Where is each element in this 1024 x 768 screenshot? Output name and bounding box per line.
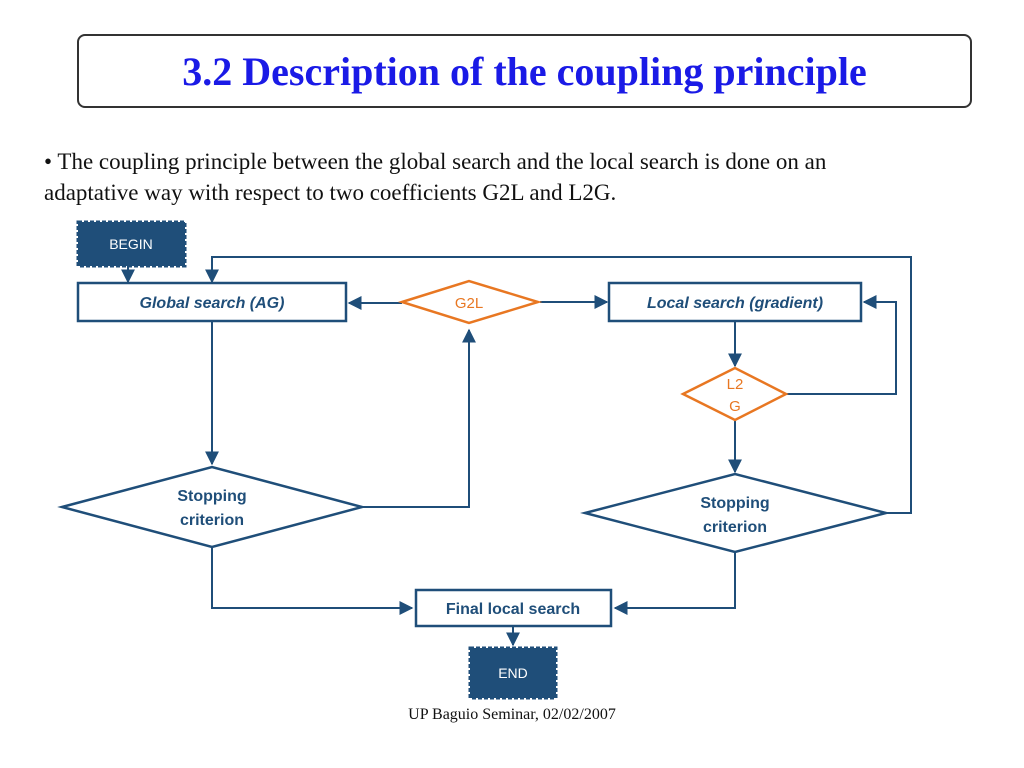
edge-stop-left-to-g2l [362,328,476,508]
final-local-search-node: Final local search [414,588,613,628]
slide-title: 3.2 Description of the coupling principl… [182,48,867,94]
l2g-decision: L2 G [680,366,789,422]
l2g-label-line-2: G [729,398,741,415]
edge-l2g-to-local [786,295,897,395]
footer: UP Baguio Seminar, 02/02/2007 [408,706,616,723]
local-search-label: Local search (gradient) [647,295,823,312]
bullet-paragraph: • The coupling principle between the glo… [44,146,1019,208]
bullet-line-1: The coupling principle between the globa… [57,149,827,174]
stop-right-label-line-1: Stopping [700,495,769,512]
global-search-node: Global search (AG) [76,281,348,323]
stop-left-label-line-2: criterion [180,512,244,529]
end-label: END [498,665,528,681]
edge-stop-right-to-final [613,553,736,615]
stop-right-label-line-2: criterion [703,519,767,536]
begin-label: BEGIN [109,236,153,252]
begin-node: BEGIN [76,220,187,268]
bullet-mark: • [44,149,53,174]
final-local-search-label: Final local search [446,601,580,618]
local-search-node: Local search (gradient) [607,281,863,323]
g2l-label: G2L [455,295,483,312]
l2g-label-line-1: L2 [727,376,744,393]
bullet-line-2: adaptative way with respect to two coeff… [44,180,617,205]
stop-right-decision: Stopping criterion [580,472,891,554]
edge-stop-left-to-final [211,547,414,615]
g2l-decision: G2L [397,279,543,325]
stop-left-label-line-1: Stopping [177,488,246,505]
end-node: END [468,646,558,700]
global-search-label: Global search (AG) [140,295,285,312]
title-box: 3.2 Description of the coupling principl… [77,34,972,108]
edge-stop-right-to-global [205,256,912,514]
stop-left-decision: Stopping criterion [57,465,367,549]
